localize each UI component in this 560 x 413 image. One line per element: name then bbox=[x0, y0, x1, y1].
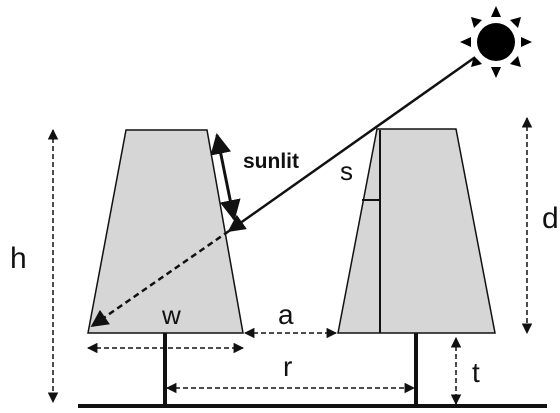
sunlit-arrow bbox=[210, 132, 241, 222]
label-h: h bbox=[10, 242, 27, 275]
right-tree-crown bbox=[337, 128, 496, 334]
label-d: d bbox=[542, 202, 559, 235]
sun-ray-solid bbox=[227, 56, 475, 233]
left-tree-crown bbox=[87, 129, 244, 334]
label-r: r bbox=[283, 351, 292, 382]
label-s: s bbox=[340, 156, 353, 186]
sun-icon bbox=[460, 6, 532, 78]
right-tree bbox=[337, 128, 496, 406]
label-a: a bbox=[278, 299, 294, 330]
label-t: t bbox=[472, 357, 480, 388]
left-tree bbox=[87, 129, 244, 406]
label-w: w bbox=[161, 300, 181, 330]
label-sunlit: sunlit bbox=[243, 150, 299, 173]
sun-ray-dashed bbox=[90, 229, 230, 328]
